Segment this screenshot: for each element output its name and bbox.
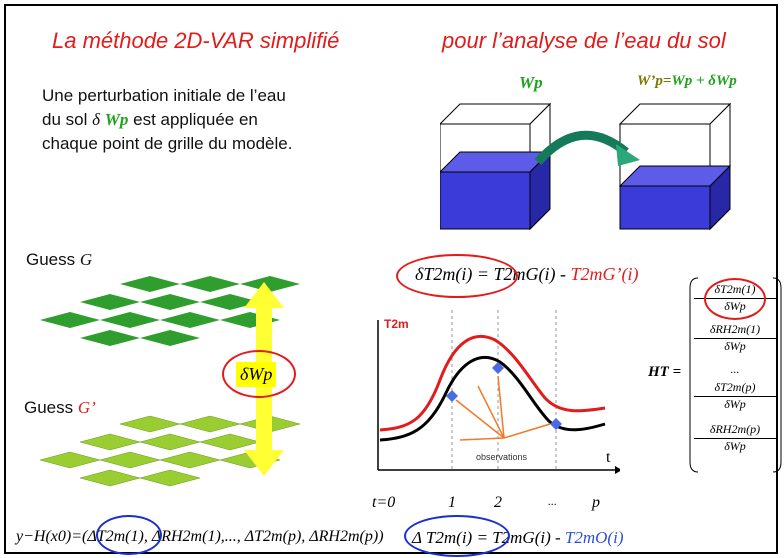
- t2m-chart: observations t: [377, 310, 620, 474]
- delta-wp-ellipse: [222, 350, 296, 398]
- chart-ylabel: T2m: [384, 317, 409, 331]
- intro-line1: Une perturbation initiale de l’eau: [42, 86, 286, 105]
- observation-point-2: [492, 362, 504, 374]
- intro-line2-post: est appliquée en: [133, 110, 258, 129]
- equation-left: y−H(x0)=(ΔT2m(1), ΔRH2m(1),..., ΔT2m(p),…: [16, 528, 384, 545]
- guess-g-prime-curve: [379, 334, 606, 432]
- intro-line2: du sol δ Wp est appliquée en: [42, 108, 362, 132]
- hmatrix-ellipse: [704, 278, 766, 320]
- diagram-right-label: W’p=Wp + δWp: [637, 73, 737, 90]
- eq-top-term2: T2mG’(i): [570, 264, 639, 284]
- tick-p: p: [592, 494, 600, 511]
- grid-guess-g: [40, 276, 300, 346]
- hmatrix-row-4: δT2m(p)δWp: [694, 380, 776, 412]
- eq-bottom-term2: T2mO(i): [564, 528, 624, 547]
- guess1-text: Guess: [26, 250, 76, 269]
- hmatrix-row-3: ...: [694, 362, 776, 377]
- title-part2: pour l’analyse de l’eau du sol: [442, 28, 726, 53]
- hmatrix-row5-den: δWp: [724, 439, 746, 453]
- soil-box-right: [618, 102, 732, 231]
- soil-boxes-diagram: [440, 102, 732, 231]
- intro-line2-pre: du sol: [42, 110, 88, 129]
- tick-dots: ...: [548, 494, 557, 508]
- hmatrix-row3-dots: ...: [730, 362, 740, 376]
- observation-point-3: [550, 418, 562, 430]
- observation-arrows: [455, 375, 551, 441]
- intro-text: Une perturbation initiale de l’eau du so…: [42, 84, 362, 156]
- guess-label-2: Guess G’: [24, 398, 96, 418]
- hmatrix-row2-den: δWp: [724, 339, 746, 353]
- eq-bottom-minus: -: [555, 528, 561, 547]
- chart-obs-label: observations: [476, 452, 528, 462]
- matrix-brackets: [689, 277, 782, 473]
- eq-bottom-ellipse: [404, 515, 510, 557]
- hmatrix-lhs: HT =: [648, 364, 682, 380]
- diagram-right-lhs: W’p=: [637, 73, 672, 89]
- title-part1: La méthode 2D-VAR simplifié: [52, 28, 340, 53]
- guess1-symbol: G: [79, 250, 93, 269]
- intro-line3: chaque point de grille du modèle.: [42, 134, 293, 153]
- guess2-text: Guess: [24, 398, 74, 417]
- tick-1: 1: [448, 494, 456, 511]
- hmatrix-row2-num: δRH2m(1): [694, 322, 776, 339]
- hmatrix-row-5: δRH2m(p)δWp: [694, 422, 776, 454]
- hmatrix-row4-den: δWp: [724, 397, 746, 411]
- intro-wp: Wp: [104, 110, 129, 129]
- observation-point-1: [446, 390, 458, 402]
- transfer-arrow: [534, 130, 629, 166]
- chart-xlabel: t: [606, 449, 611, 466]
- guess-g-curve: [379, 356, 606, 442]
- tick-2: 2: [494, 494, 502, 511]
- hmatrix-row5-num: δRH2m(p): [694, 422, 776, 439]
- diagram-right-rhs: Wp + δWp: [671, 73, 737, 89]
- guess2-symbol: G’: [77, 398, 96, 417]
- soil-box-left: [440, 102, 552, 231]
- intro-delta: δ: [92, 110, 101, 129]
- eq-left-ellipse: [96, 515, 162, 555]
- eq-top-minus: -: [560, 264, 567, 284]
- guess-grids: [39, 276, 301, 487]
- eq-top-ellipse: [396, 254, 518, 298]
- diagram-left-label: Wp: [519, 73, 543, 92]
- slide-title: La méthode 2D-VAR simplifié pour l’analy…: [52, 28, 726, 54]
- transfer-arrowhead: [616, 144, 640, 166]
- guess-label-1: Guess G: [26, 250, 92, 270]
- hmatrix-row-2: δRH2m(1)δWp: [694, 322, 776, 354]
- tick-t0: t=0: [372, 494, 396, 511]
- hmatrix-row4-num: δT2m(p): [694, 380, 776, 397]
